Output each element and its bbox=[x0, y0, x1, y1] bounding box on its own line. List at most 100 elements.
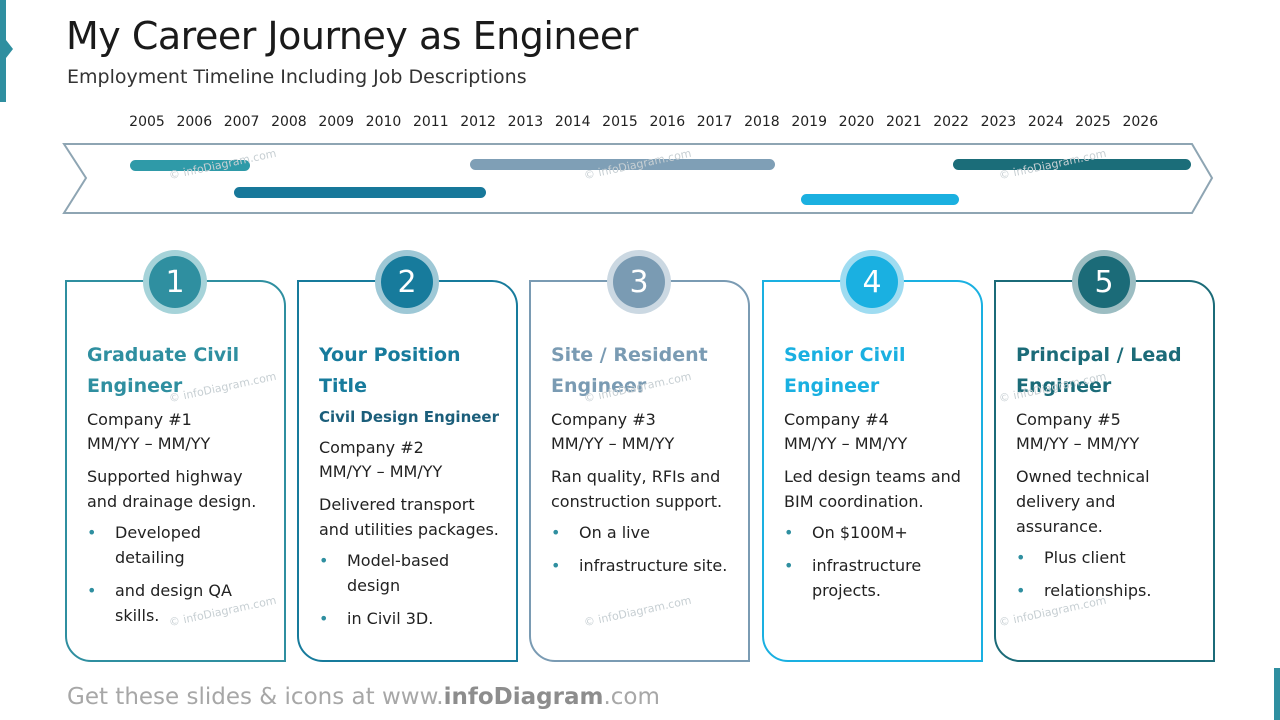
card-bullet-text: Model-based design bbox=[347, 551, 450, 595]
footer-text[interactable]: Get these slides & icons at www.infoDiag… bbox=[67, 684, 660, 710]
year-label: 2018 bbox=[744, 114, 780, 130]
year-label: 2012 bbox=[460, 114, 496, 130]
card-bullets: • On $100M+ • infrastructure projects. bbox=[784, 520, 969, 603]
year-label: 2007 bbox=[223, 114, 260, 130]
year-label: 2006 bbox=[176, 114, 213, 130]
bullet-dot-icon: • bbox=[551, 523, 561, 542]
card-company: Company #4 bbox=[784, 410, 889, 429]
year-label: 2015 bbox=[602, 114, 638, 130]
step-number: 5 bbox=[1078, 256, 1130, 308]
year-label: 2020 bbox=[838, 114, 875, 130]
card-bullets: • On a live • infrastructure site. bbox=[551, 520, 736, 578]
card-bullet: • Developed detailing bbox=[87, 520, 272, 570]
card-bullet-text: Developed detailing bbox=[115, 523, 201, 567]
card-bullet-text: relationships. bbox=[1044, 581, 1152, 600]
bullet-dot-icon: • bbox=[784, 556, 794, 575]
card-bullet: • infrastructure site. bbox=[551, 553, 736, 578]
card-company: Company #5 bbox=[1016, 410, 1121, 429]
step-number: 3 bbox=[613, 256, 665, 308]
year-label: 2025 bbox=[1075, 114, 1111, 130]
year-label: 2016 bbox=[649, 114, 686, 130]
page-subtitle: Employment Timeline Including Job Descri… bbox=[67, 66, 527, 88]
bullet-dot-icon: • bbox=[87, 581, 97, 600]
card-bullets: • Plus client • relationships. bbox=[1016, 545, 1201, 603]
step-number-badge: 2 bbox=[375, 250, 439, 314]
bullet-dot-icon: • bbox=[1016, 548, 1026, 567]
year-label: 2019 bbox=[791, 114, 828, 130]
card-role-title: Site / Resident Engineer bbox=[551, 344, 708, 397]
year-label: 2009 bbox=[318, 114, 355, 130]
year-label: 2026 bbox=[1122, 114, 1159, 130]
year-label: 2013 bbox=[507, 114, 544, 130]
card-bullet-text: infrastructure site. bbox=[579, 556, 728, 575]
card-role-subtitle: Civil Design Engineer bbox=[319, 408, 499, 426]
card-period: MM/YY – MM/YY bbox=[87, 434, 211, 453]
year-label: 2008 bbox=[271, 114, 307, 130]
card-bullet: • Model-based design bbox=[319, 548, 504, 598]
year-label: 2023 bbox=[980, 114, 1017, 130]
bullet-dot-icon: • bbox=[784, 523, 794, 542]
page-title: My Career Journey as Engineer bbox=[66, 14, 638, 58]
card-company: Company #3 bbox=[551, 410, 656, 429]
bullet-dot-icon: • bbox=[319, 551, 329, 570]
card-bullet-text: Plus client bbox=[1044, 548, 1126, 567]
bullet-dot-icon: • bbox=[87, 523, 97, 542]
card-bullet: • On a live bbox=[551, 520, 736, 545]
card-bullet: • relationships. bbox=[1016, 578, 1201, 603]
card-bullet: • On $100M+ bbox=[784, 520, 969, 545]
step-number-badge: 3 bbox=[607, 250, 671, 314]
card-bullet-text: On a live bbox=[579, 523, 650, 542]
card-company: Company #1 bbox=[87, 410, 192, 429]
card-bullet-text: infrastructure projects. bbox=[812, 556, 922, 600]
step-number: 1 bbox=[149, 256, 201, 308]
timeline-bar-3 bbox=[470, 159, 775, 170]
step-number-badge: 1 bbox=[143, 250, 207, 314]
card-description: Ran quality, RFIs and construction suppo… bbox=[551, 467, 723, 511]
card-bullet: • Plus client bbox=[1016, 545, 1201, 570]
step-number: 2 bbox=[381, 256, 433, 308]
bullet-dot-icon: • bbox=[319, 609, 329, 628]
card-role-title: Your Position Title bbox=[319, 344, 461, 397]
timeline-bar-1 bbox=[129, 160, 250, 171]
card-bullet: • in Civil 3D. bbox=[319, 606, 504, 631]
timeline-bar-2 bbox=[233, 187, 487, 198]
card-bullet-text: On $100M+ bbox=[812, 523, 908, 542]
card-company: Company #2 bbox=[319, 438, 424, 457]
step-number-badge: 4 bbox=[840, 250, 904, 314]
card-period: MM/YY – MM/YY bbox=[319, 462, 443, 481]
card-period: MM/YY – MM/YY bbox=[551, 434, 675, 453]
accent-tab bbox=[0, 0, 13, 102]
year-label: 2011 bbox=[412, 114, 449, 130]
year-label: 2024 bbox=[1027, 114, 1064, 130]
bullet-dot-icon: • bbox=[1016, 581, 1026, 600]
card-bullet: • and design QA skills. bbox=[87, 578, 272, 628]
card-period: MM/YY – MM/YY bbox=[784, 434, 908, 453]
timeline-bar-4 bbox=[801, 194, 960, 205]
card-description: Led design teams and BIM coordination. bbox=[784, 467, 961, 511]
timeline-arrow bbox=[62, 143, 1214, 214]
card-bullet-text: and design QA skills. bbox=[115, 581, 232, 625]
card-bullets: • Developed detailing • and design QA skill… bbox=[87, 520, 272, 628]
card-bullet-text: in Civil 3D. bbox=[347, 609, 434, 628]
card-role-title: Principal / Lead Engineer bbox=[1016, 344, 1182, 397]
card-role-title: Senior Civil Engineer bbox=[784, 344, 906, 397]
year-label: 2014 bbox=[554, 114, 591, 130]
step-number-badge: 5 bbox=[1072, 250, 1136, 314]
card-bullets: • Model-based design • in Civil 3D. bbox=[319, 548, 504, 631]
year-label: 2022 bbox=[933, 114, 969, 130]
bullet-dot-icon: • bbox=[551, 556, 561, 575]
card-description: Owned technical delivery and assurance. bbox=[1016, 467, 1150, 536]
card-bullet: • infrastructure projects. bbox=[784, 553, 969, 603]
card-period: MM/YY – MM/YY bbox=[1016, 434, 1140, 453]
timeline-bar-5 bbox=[952, 159, 1191, 170]
year-label: 2021 bbox=[885, 114, 922, 130]
